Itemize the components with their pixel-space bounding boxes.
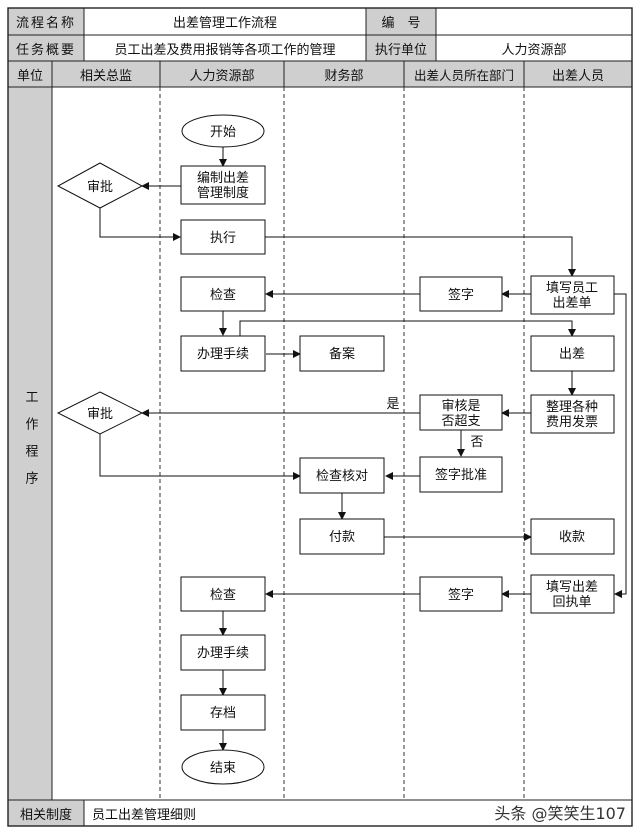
node-start (181, 114, 265, 148)
label-start: 开始 (210, 125, 236, 140)
node-sign-approve (419, 456, 503, 493)
watermark-text: 头条 @笑笑生107 (494, 804, 626, 823)
node-review-exceed (419, 394, 503, 431)
process-name-label: 流程名称 (8, 8, 84, 35)
node-sign-1 (419, 276, 503, 312)
lane-header-finance: 财务部 (284, 61, 404, 87)
node-verify (299, 457, 385, 494)
node-check-2 (180, 576, 266, 612)
node-execute (180, 219, 266, 255)
node-draft-rules (180, 165, 266, 205)
label-fill-form: 填写员工出差单 (546, 281, 598, 311)
node-pay (299, 518, 385, 555)
edge-execute-to-fill (265, 236, 576, 277)
node-end (181, 749, 265, 785)
lane-header-traveler: 出差人员 (524, 61, 632, 87)
node-archive-record (299, 335, 385, 372)
node-procedures-1 (180, 335, 266, 372)
summary-label: 任务概要 (8, 35, 84, 61)
node-approve-1 (56, 162, 144, 209)
label-procedures-1: 办理手续 (197, 347, 249, 362)
label-store: 存档 (210, 706, 236, 721)
label-procedures-2: 办理手续 (197, 646, 249, 661)
label-execute: 执行 (210, 231, 236, 246)
node-store (180, 694, 266, 731)
label-verify: 检查核对 (316, 469, 368, 484)
side-label-work-procedure: 工作程序 (8, 87, 52, 800)
node-fill-receipt (530, 574, 615, 614)
edge-approve2-to-verify (99, 434, 301, 480)
node-fill-form (530, 275, 615, 315)
node-procedures-2 (180, 634, 266, 671)
label-archive-record: 备案 (329, 346, 355, 362)
related-rules-label: 相关制度 (8, 800, 84, 826)
unit-label: 单位 (8, 61, 52, 87)
edge-procedures-to-travel (239, 320, 576, 337)
label-draft-rules: 编制出差管理制度 (197, 171, 249, 201)
label-organize-invoices: 整理各种费用发票 (546, 399, 598, 430)
table-grid (7, 7, 633, 827)
exec-unit-value: 人力资源部 (501, 42, 567, 58)
related-rules-value: 员工出差管理细则 (92, 807, 197, 823)
label-pay: 付款 (329, 530, 355, 545)
label-sign-approve: 签字批准 (435, 467, 487, 483)
label-fill-receipt: 填写出差回执单 (546, 580, 598, 610)
node-check-1 (180, 276, 266, 312)
label-review-exceed: 审核是否超支 (441, 399, 480, 429)
label-receive: 收款 (559, 530, 585, 545)
number-label: 编 号 (366, 8, 436, 35)
edge-label-yes: 是 (386, 397, 399, 412)
label-end: 结束 (210, 761, 236, 776)
side-label-text: 工作程序 (22, 389, 38, 498)
label-check-1: 检查 (210, 288, 236, 303)
label-approve-1: 审批 (87, 180, 113, 195)
edge-approve-to-execute (99, 208, 181, 241)
label-approve-2: 审批 (87, 407, 113, 422)
node-organize-invoices (530, 394, 615, 434)
label-sign-2: 签字 (448, 587, 474, 603)
process-name-value: 出差管理工作流程 (172, 16, 277, 31)
lane-header-hr: 人力资源部 (160, 61, 284, 87)
node-sign-2 (419, 576, 503, 612)
label-travel: 出差 (559, 347, 585, 362)
summary-value: 员工出差及费用报销等各项工作的管理 (114, 42, 336, 58)
lane-header-director: 相关总监 (52, 61, 160, 87)
exec-unit-label: 执行单位 (366, 35, 436, 61)
label-check-2: 检查 (210, 588, 236, 603)
label-sign-1: 签字 (448, 287, 474, 303)
edge-fill-to-receipt (614, 293, 627, 598)
node-approve-2 (56, 391, 144, 435)
edge-label-no: 否 (470, 435, 483, 450)
lane-header-dept: 出差人员所在部门 (404, 61, 524, 87)
node-receive (530, 518, 615, 555)
connectors (99, 147, 627, 751)
node-travel (530, 335, 615, 372)
